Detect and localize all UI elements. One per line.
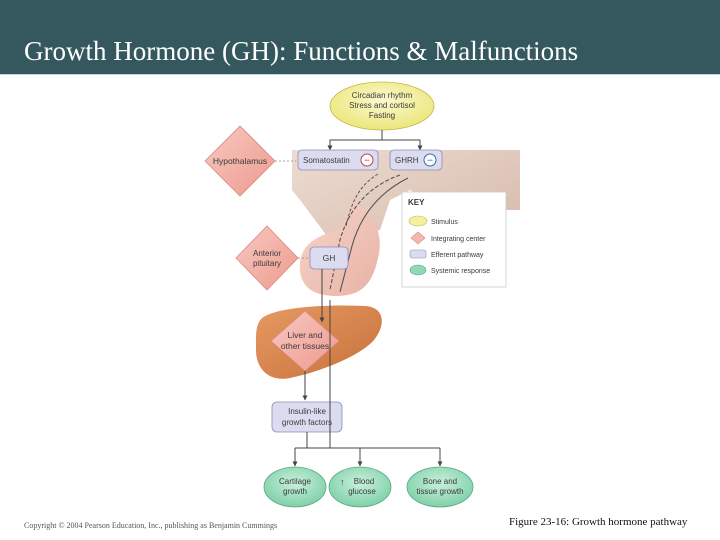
- cartilage-line-2: growth: [283, 487, 307, 496]
- hypothalamus-node: Hypothalamus: [205, 126, 275, 196]
- glucose-line-2: glucose: [348, 487, 376, 496]
- ghrh-label: GHRH: [395, 156, 419, 165]
- somatostatin-node: Somatostatin −: [298, 150, 378, 170]
- somatostatin-label: Somatostatin: [303, 156, 350, 165]
- igf-node: Insulin-like growth factors: [272, 402, 342, 432]
- cartilage-line-1: Cartilage: [279, 477, 312, 486]
- ghrh-symbol-icon: −: [427, 156, 433, 167]
- liver-line-1: Liver and: [288, 330, 323, 340]
- glucose-line-1: Blood: [354, 477, 374, 486]
- key-title: KEY: [408, 198, 425, 207]
- key-swatch-stimulus: [409, 216, 427, 226]
- ghrh-node: GHRH −: [390, 150, 442, 170]
- gh-label: GH: [323, 253, 336, 263]
- anterior-pituitary-node: Anterior pituitary: [236, 226, 298, 290]
- bone-line-1: Bone and: [423, 477, 457, 486]
- igf-line-2: growth factors: [282, 418, 332, 427]
- key-legend: KEY Stimulus Integrating center Efferent…: [402, 192, 506, 287]
- anterior-pituitary-line-2: pituitary: [253, 259, 281, 268]
- key-label-integrating: Integrating center: [431, 236, 486, 243]
- copyright-text: Copyright © 2004 Pearson Education, Inc.…: [24, 521, 277, 530]
- figure-caption: Figure 23-16: Growth hormone pathway: [509, 516, 687, 528]
- igf-line-1: Insulin-like: [288, 407, 326, 416]
- somatostatin-inhibit-icon: −: [364, 156, 370, 167]
- key-label-systemic: Systemic response: [431, 268, 490, 275]
- stimulus-node: Circadian rhythm Stress and cortisol Fas…: [330, 82, 434, 130]
- gh-node: GH: [310, 247, 348, 269]
- hypothalamus-label: Hypothalamus: [213, 156, 267, 166]
- key-swatch-efferent: [410, 250, 426, 258]
- stimulus-line-2: Stress and cortisol: [349, 101, 415, 110]
- arrow-stimulus-ghrh: [382, 130, 420, 150]
- stimulus-line-3: Fasting: [369, 111, 395, 120]
- stimulus-line-1: Circadian rhythm: [352, 91, 413, 100]
- key-label-efferent: Efferent pathway: [431, 252, 484, 259]
- anterior-pituitary-line-1: Anterior: [253, 249, 281, 258]
- key-label-stimulus: Stimulus: [431, 219, 458, 226]
- glucose-up-arrow-icon: ↑: [340, 477, 345, 487]
- liver-line-2: other tissues: [281, 341, 329, 351]
- bone-line-2: tissue growth: [416, 487, 463, 496]
- glucose-response-node: ↑ Blood glucose: [329, 467, 391, 507]
- arrow-stimulus-somatostatin: [330, 130, 382, 150]
- bone-response-node: Bone and tissue growth: [407, 467, 473, 507]
- cartilage-response-node: Cartilage growth: [264, 467, 326, 507]
- key-swatch-systemic: [410, 265, 426, 275]
